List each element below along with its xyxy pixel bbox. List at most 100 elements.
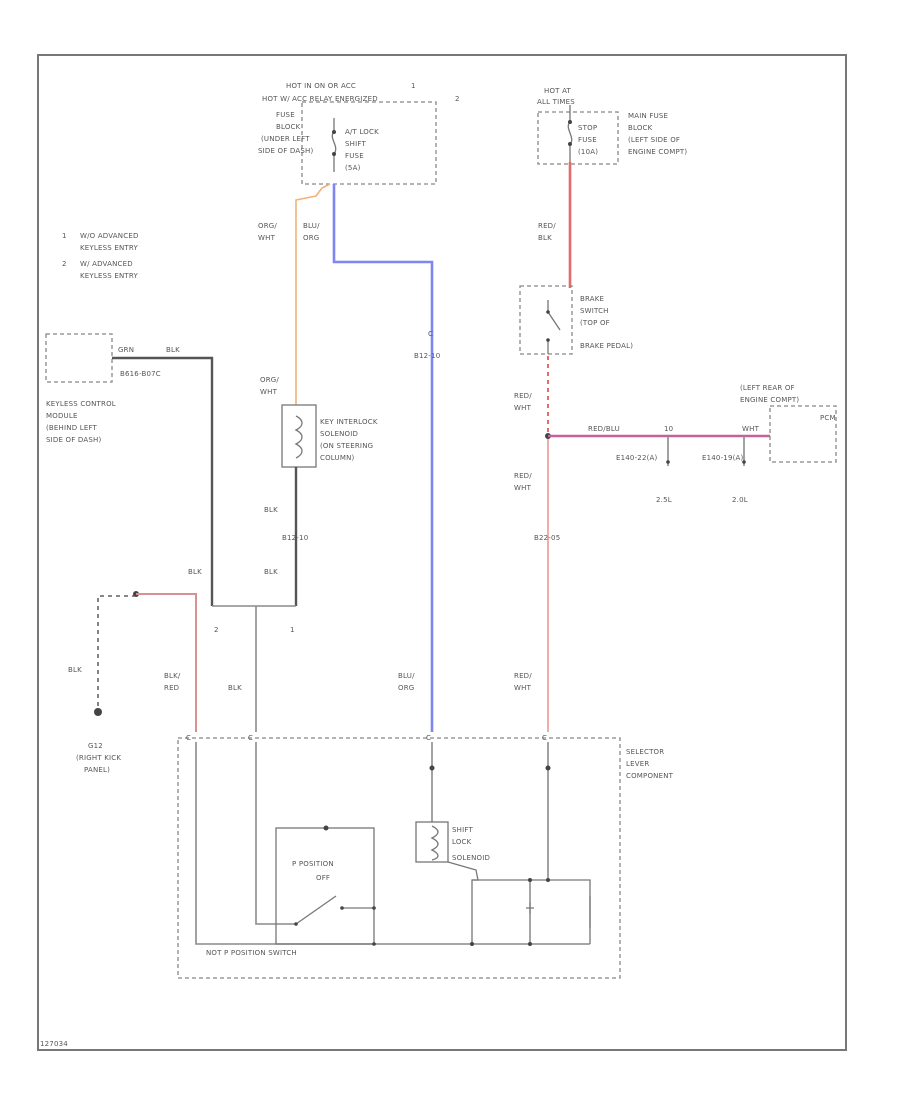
label-sel-3: COMPONENT: [626, 772, 674, 780]
conn-mark-1: C: [186, 734, 191, 742]
label-org-wht-1: ORG/: [258, 222, 277, 230]
brake-switch-contact: [547, 300, 561, 354]
label-main-fuse-2: BLOCK: [628, 124, 653, 132]
label-2-0l: 2.0L: [732, 496, 748, 504]
label-blk-5: BLK: [228, 684, 242, 692]
int-dot-blue: [429, 765, 435, 771]
label-kcm-3: (BEHIND LEFT: [46, 424, 98, 432]
label-kis-3: (ON STEERING: [320, 442, 373, 450]
diode-symbol: [526, 902, 534, 914]
label-blk-3: BLK: [188, 568, 202, 576]
label-at-lock-1: A/T LOCK: [345, 128, 379, 136]
network-dot-1: [528, 878, 532, 882]
label-splice-redblu: RED/BLU: [588, 425, 620, 433]
label-brake-3: (TOP OF: [580, 319, 610, 327]
network-dot-2: [546, 878, 550, 882]
label-hot-run-acc-num: 1: [411, 82, 416, 90]
at-lock-fuse-element: [331, 131, 337, 155]
p-position-top-dot: [323, 825, 329, 831]
diagram-frame: [37, 54, 847, 1051]
p-position-box: [275, 827, 375, 945]
label-sel-1: SELECTOR: [626, 748, 664, 756]
conn-mark-3: C: [426, 734, 431, 742]
label-hot-relay-num: 2: [455, 95, 460, 103]
label-stop-3: (10A): [578, 148, 598, 156]
label-under-left: (UNDER LEFT: [261, 135, 310, 143]
label-b22-05-kis: B12-10: [282, 534, 308, 542]
label-stop-1: STOP: [578, 124, 597, 132]
label-kcm-grn: GRN: [118, 346, 134, 354]
shift-lock-lead: [447, 861, 479, 944]
label-hot-run-acc: HOT IN ON OR ACC: [286, 82, 356, 90]
label-main-fuse-1: MAIN FUSE: [628, 112, 668, 120]
label-hot-relay: HOT W/ ACC RELAY ENERGIZED: [262, 95, 378, 103]
label-shift-lock-3: SOLENOID: [452, 854, 490, 862]
label-org-wht-2: WHT: [258, 234, 276, 242]
label-main-fuse-4: ENGINE COMPT): [628, 148, 687, 156]
label-left-rear-1: (LEFT REAR OF: [740, 384, 795, 392]
wire-kcm-grn-blk: [112, 356, 214, 606]
int-wire-blk: [255, 742, 296, 925]
label-blk-2: BLK: [264, 568, 278, 576]
label-red-wht-4: WHT: [514, 484, 532, 492]
fuse-dot-2: [332, 152, 336, 156]
label-side-of-dash: SIDE OF DASH): [258, 147, 313, 155]
label-shift-lock-1: SHIFT: [452, 826, 473, 834]
label-num-1: 1: [290, 626, 295, 634]
label-at-lock-4: (5A): [345, 164, 361, 172]
label-p-pos-1: P POSITION: [292, 860, 334, 868]
label-g12-1: G12: [88, 742, 103, 750]
conn-mark-4: C: [542, 734, 547, 742]
label-num-2: 2: [214, 626, 219, 634]
label-brake-2: SWITCH: [580, 307, 609, 315]
legend-1-b: KEYLESS ENTRY: [80, 244, 138, 252]
wire-blu-org: [332, 184, 434, 732]
label-p-pos-2: OFF: [316, 874, 330, 882]
label-blk-red-2: RED: [164, 684, 179, 692]
ground-symbol: [94, 708, 102, 716]
legend-2-b: KEYLESS ENTRY: [80, 272, 138, 280]
p-switch-dot-2: [340, 906, 344, 910]
label-kcm-1: KEYLESS CONTROL: [46, 400, 116, 408]
label-blk-red-1: BLK/: [164, 672, 181, 680]
label-main-fuse-3: (LEFT SIDE OF: [628, 136, 680, 144]
label-g12-2: (RIGHT KICK: [76, 754, 121, 762]
label-e140: E140-22(A): [616, 454, 658, 462]
fuse-block-outline: [301, 101, 437, 185]
shift-lock-box: [415, 821, 449, 863]
label-red-blk-1: RED/: [538, 222, 556, 230]
label-conn-c-blue: C: [428, 330, 433, 338]
label-stop-2: FUSE: [578, 136, 597, 144]
label-red-wht-5: RED/: [514, 672, 532, 680]
label-kis-1: KEY INTERLOCK: [320, 418, 378, 426]
label-left-rear-2: ENGINE COMPT): [740, 396, 799, 404]
label-block: BLOCK: [276, 123, 301, 131]
drop-dot-2-0l: [742, 460, 746, 464]
label-shift-lock-2: LOCK: [452, 838, 472, 846]
legend-1-num: 1: [62, 232, 67, 240]
label-blu-org-4: ORG: [398, 684, 414, 692]
label-red-wht-3: RED/: [514, 472, 532, 480]
label-all-times: ALL TIMES: [537, 98, 575, 106]
label-2-5l: 2.5L: [656, 496, 672, 504]
label-kcm-conn: B616-B07C: [120, 370, 161, 378]
brake-switch-outline: [519, 285, 573, 355]
fuse-dot-1: [332, 130, 336, 134]
label-brake-4: BRAKE PEDAL): [580, 342, 633, 350]
wire-org-wht: [295, 183, 331, 405]
stop-fuse-element: [567, 121, 573, 145]
int-wire-left: [195, 742, 590, 945]
label-b22-05: B22-05: [534, 534, 560, 542]
label-red-wht-1: RED/: [514, 392, 532, 400]
drop-dot-2-5l: [666, 460, 670, 464]
stop-fuse-dot-1: [568, 120, 572, 124]
label-blk-1: BLK: [264, 506, 278, 514]
label-kcm-4: SIDE OF DASH): [46, 436, 101, 444]
label-kis-4: COLUMN): [320, 454, 355, 462]
label-g12-3: PANEL): [84, 766, 110, 774]
label-splice-wht: WHT: [742, 425, 760, 433]
label-sel-2: LEVER: [626, 760, 649, 768]
label-at-lock-3: FUSE: [345, 152, 364, 160]
label-red-blk-2: BLK: [538, 234, 552, 242]
